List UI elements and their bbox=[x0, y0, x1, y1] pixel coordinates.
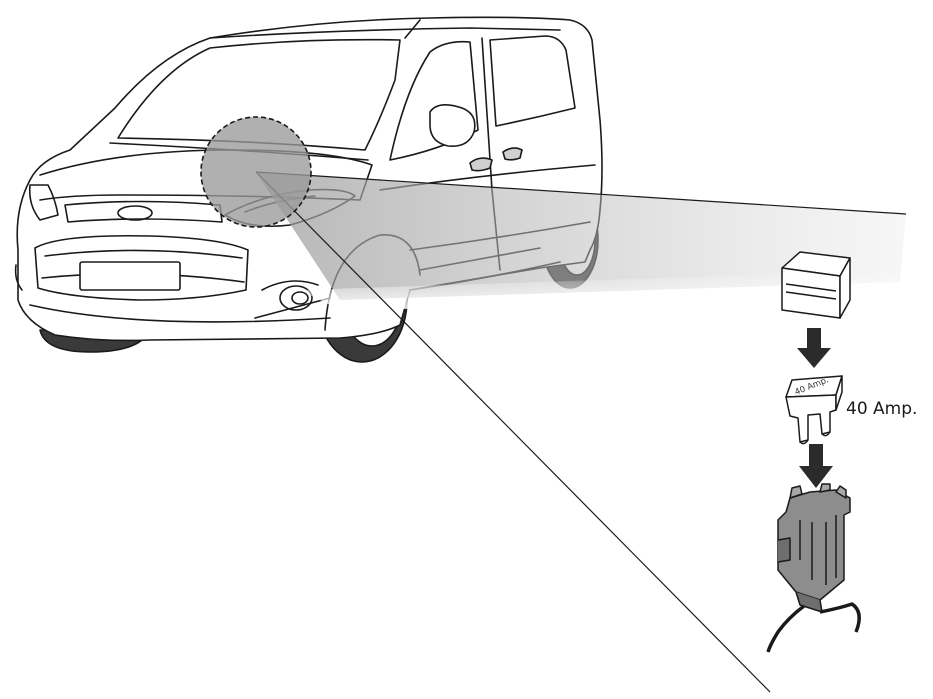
fuse-cover bbox=[781, 251, 851, 319]
fuse-amperage-label: 40 Amp. bbox=[846, 399, 918, 419]
callout-circle bbox=[200, 116, 312, 228]
rear-side-window bbox=[489, 35, 576, 127]
hood bbox=[39, 149, 373, 201]
beam-bottom-edge bbox=[255, 171, 771, 693]
beam-top-edge bbox=[255, 171, 907, 215]
side-mirror bbox=[429, 104, 476, 148]
fog-light bbox=[279, 285, 313, 311]
fuse-40-amp: 40 Amp. bbox=[785, 375, 843, 445]
down-arrow-2 bbox=[799, 444, 833, 488]
lower-grille bbox=[34, 234, 249, 301]
down-arrow-1 bbox=[797, 328, 831, 368]
callout-magnifier bbox=[200, 116, 907, 693]
left-headlight bbox=[28, 184, 59, 221]
fuse-assembly: 40 Amp. bbox=[766, 251, 861, 653]
front-side-window bbox=[389, 40, 479, 161]
connector-wires bbox=[766, 602, 861, 653]
license-plate bbox=[79, 261, 181, 291]
upper-grille bbox=[64, 200, 223, 223]
fuse-connector bbox=[777, 483, 851, 613]
badge bbox=[117, 205, 153, 221]
